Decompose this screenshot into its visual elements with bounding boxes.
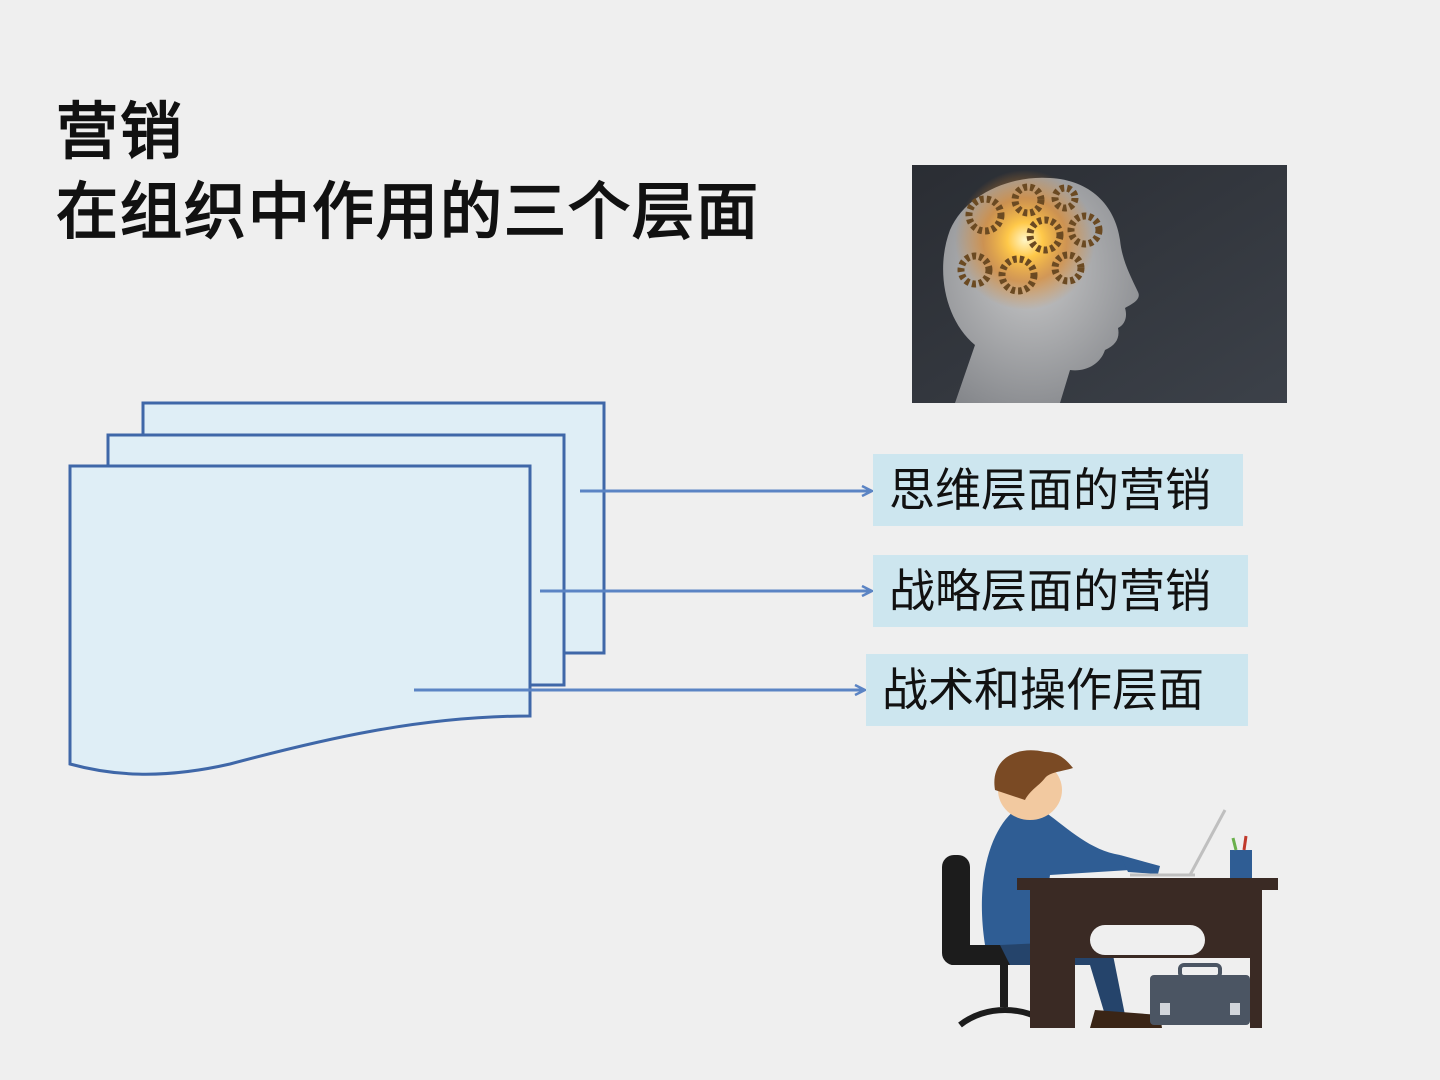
label-strategy-level: 战略层面的营销	[873, 555, 1248, 627]
label-thinking-level: 思维层面的营销	[873, 454, 1243, 526]
title-line-2: 在组织中作用的三个层面	[56, 175, 761, 248]
brain-image	[912, 165, 1287, 403]
title-line-1: 营销	[56, 95, 185, 168]
document-stack	[68, 401, 606, 776]
worker-image	[942, 750, 1278, 1028]
document-front	[68, 464, 532, 776]
label-tactics-level: 战术和操作层面	[866, 654, 1248, 726]
slide-title: 营销 在组织中作用的三个层面	[56, 92, 760, 252]
gears-icon	[957, 183, 1103, 295]
